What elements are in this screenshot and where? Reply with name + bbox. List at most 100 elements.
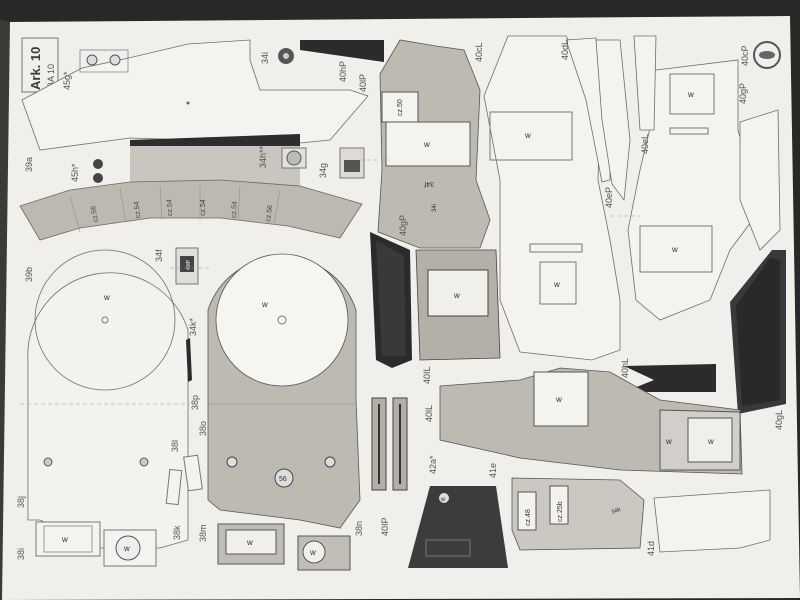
mark-cz50: cz.50 xyxy=(397,99,404,116)
label-45h: 45h* xyxy=(70,163,80,182)
label-40IL: 40IL xyxy=(422,366,432,384)
title-block: Ark. 10 BA 10 xyxy=(21,37,59,93)
publisher-logo xyxy=(753,41,781,69)
part-40hL-dark xyxy=(624,364,716,392)
part-45h xyxy=(93,159,103,183)
mark-w-38k: w xyxy=(123,544,130,553)
mark-w-bottom-c: w xyxy=(665,437,672,446)
part-38m: w xyxy=(217,523,285,565)
part-roof-dark xyxy=(130,134,300,146)
sheet-title: Ark. 10 xyxy=(28,47,43,90)
label-40gP: 40gP xyxy=(738,83,748,104)
mark-w-left-circle: w xyxy=(103,293,110,302)
label-40eL: 40eL xyxy=(640,134,650,154)
mark-cz48: cz.48 xyxy=(525,509,532,526)
mark-w-38m: w xyxy=(246,538,253,547)
label-34g: 34g xyxy=(318,163,328,178)
part-38k: w xyxy=(103,529,157,567)
mark-cz54-3: cz.54 xyxy=(200,199,207,216)
label-40hL: 40hL xyxy=(620,358,630,378)
mark-34f: 34f xyxy=(424,180,434,187)
part-hull-front: w xyxy=(415,249,501,361)
label-34k: 34k* xyxy=(188,317,198,336)
mark-cz25b: cz.25b xyxy=(557,501,564,522)
mark-cz56-right: cz.56 xyxy=(265,205,274,223)
part-34f-small: 40lP xyxy=(175,247,199,285)
paper-shadow-edge xyxy=(0,20,10,600)
part-42a: w xyxy=(408,486,508,568)
part-38n: w xyxy=(297,535,351,571)
part-40eL xyxy=(595,39,631,202)
part-41e: cz.48 cz.25b 34k xyxy=(511,477,645,551)
part-38l-plate: w xyxy=(20,249,190,549)
part-40lL-strips xyxy=(371,397,408,491)
label-38n: 38n xyxy=(354,521,364,536)
mark-56: 56 xyxy=(279,476,287,483)
part-40cP: w w xyxy=(627,59,761,321)
mark-cz56-left: cz.56 xyxy=(90,205,100,223)
label-34f: 34f xyxy=(154,249,164,262)
label-34i: 34i xyxy=(260,52,270,64)
mark-34i: 34i xyxy=(432,204,438,212)
label-45g: 45g* xyxy=(62,71,72,90)
mark-w-38i: w xyxy=(61,535,68,544)
mark-w-bottom: w xyxy=(555,395,562,404)
label-38m: 38m xyxy=(198,524,208,542)
label-40eP: 40eP xyxy=(604,187,614,208)
part-hull-bottom: w w w xyxy=(439,367,743,475)
part-39b: cz.56 cz.54 cz.54 cz.54 cz.54 cz.56 xyxy=(19,179,363,241)
part-34h-disc xyxy=(281,147,307,169)
label-39b: 39b xyxy=(24,267,34,282)
label-40dL: 40dL xyxy=(560,40,570,60)
label-38i: 38i xyxy=(16,548,26,560)
part-38i: w xyxy=(35,521,101,557)
part-40gL-inner xyxy=(736,258,780,406)
part-40eP-right xyxy=(739,109,781,251)
label-40gL: 40gL xyxy=(774,410,784,430)
label-40cP: 40cP xyxy=(740,45,750,66)
part-40cL: w w xyxy=(483,35,621,361)
label-38l: 38l xyxy=(170,440,180,452)
part-40hP xyxy=(300,40,384,62)
mark-40IP-small: 40lP xyxy=(186,259,192,270)
part-34g xyxy=(339,147,365,179)
label-41d: 41d xyxy=(646,541,656,556)
mark-w-hull: w xyxy=(423,140,430,149)
label-41e: 41e xyxy=(488,463,498,478)
mark-34k: 34k xyxy=(611,507,623,516)
part-38o-small xyxy=(183,454,203,492)
fold-lines xyxy=(170,159,640,269)
part-40gP-dark-inner xyxy=(376,240,406,356)
label-38j: 38j xyxy=(16,496,26,508)
mark-cz54-2: cz.54 xyxy=(166,199,174,216)
label-38p: 38p xyxy=(190,395,200,410)
part-34k-lever xyxy=(186,338,192,382)
part-41d xyxy=(653,489,771,553)
mark-w-40cP: w xyxy=(687,90,694,99)
label-40IP-top: 40lP xyxy=(358,74,368,92)
part-labels: 45g* 34i 40hP 40lP 40cL 40dL 40cP 40gP 3… xyxy=(16,40,784,560)
mark-w-38n: w xyxy=(309,548,316,557)
mark-cz54-4: cz.54 xyxy=(231,201,239,218)
mark-w-front: w xyxy=(453,291,460,300)
mark-w-42a: w xyxy=(440,497,446,503)
part-39a xyxy=(21,39,369,151)
label-40IP-bottom: 40IP xyxy=(380,517,390,536)
part-38p-plate: 56 w xyxy=(207,253,361,529)
label-40gP-mid: 40gP xyxy=(398,215,408,236)
label-40hP: 40hP xyxy=(338,61,348,82)
mark-w-40cL-b: w xyxy=(553,280,560,289)
label-40lL: 40lL xyxy=(424,405,434,422)
label-42a: 42a* xyxy=(428,455,438,474)
sheet-subtitle: BA 10 xyxy=(46,64,56,88)
label-39a: 39a xyxy=(24,157,34,172)
mark-w-40cL: w xyxy=(524,131,531,140)
label-34h: 34h** xyxy=(258,145,268,168)
part-40gP-hull: cz.50 w 34f 34i xyxy=(377,39,491,249)
label-40cL: 40cL xyxy=(474,42,484,62)
label-38k: 38k xyxy=(172,525,182,540)
part-34i-disc xyxy=(278,48,294,64)
part-40gP-right xyxy=(633,35,657,131)
part-45g xyxy=(79,49,129,73)
